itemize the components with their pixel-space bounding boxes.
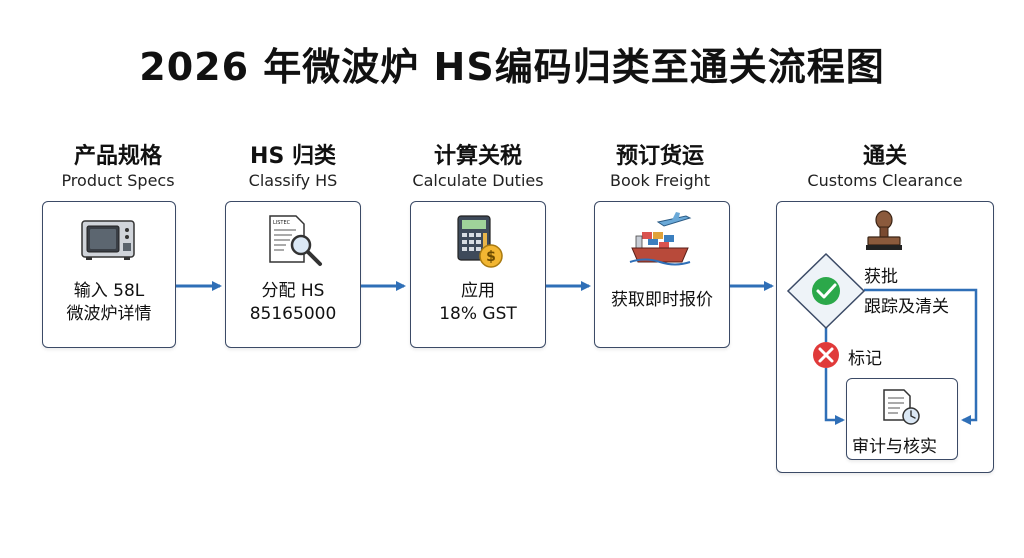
step-2-title: HS 归类 bbox=[250, 144, 336, 169]
stamp-icon bbox=[866, 210, 902, 250]
page-title: 2026 年微波炉 HS编码归类至通关流程图 bbox=[139, 45, 885, 89]
step-1-line1: 输入 58L bbox=[73, 281, 145, 301]
step-1-line2: 微波炉详情 bbox=[66, 304, 152, 324]
audit-connector bbox=[824, 368, 845, 425]
flag-x-icon bbox=[813, 342, 839, 368]
flagged-label: 标记 bbox=[848, 349, 882, 369]
step-5-subtitle: Customs Clearance bbox=[807, 171, 963, 190]
approve-connector bbox=[864, 288, 978, 425]
step-4-line1: 获取即时报价 bbox=[611, 290, 713, 310]
step-3-line2: 18% GST bbox=[439, 304, 517, 324]
document-search-icon: LISTEC bbox=[269, 215, 322, 266]
svg-text:$: $ bbox=[486, 249, 496, 265]
check-icon bbox=[812, 277, 840, 305]
step-2-line1: 分配 HS bbox=[261, 281, 325, 301]
doc-text: LISTEC bbox=[273, 220, 291, 226]
step-5-title: 通关 bbox=[862, 144, 907, 169]
microwave-icon bbox=[81, 220, 135, 260]
step-3-title: 计算关税 bbox=[433, 144, 522, 169]
step-3-line1: 应用 bbox=[461, 281, 495, 301]
cargo-ship-plane-icon bbox=[629, 212, 692, 266]
step-1-title: 产品规格 bbox=[73, 144, 162, 169]
step-1-subtitle: Product Specs bbox=[61, 171, 175, 190]
calculator-dollar-icon: $ bbox=[457, 215, 503, 268]
audit-document-icon bbox=[883, 389, 920, 425]
step-4-title: 预订货运 bbox=[615, 144, 704, 169]
audit-label: 审计与核实 bbox=[852, 437, 937, 457]
step-2-subtitle: Classify HS bbox=[248, 171, 338, 190]
step-4-subtitle: Book Freight bbox=[609, 171, 711, 190]
step-3-subtitle: Calculate Duties bbox=[412, 171, 544, 190]
track-clear-label: 跟踪及清关 bbox=[864, 297, 949, 317]
step-2-line2: 85165000 bbox=[249, 304, 337, 324]
step-4-box bbox=[594, 201, 730, 348]
approved-label: 获批 bbox=[864, 267, 898, 287]
